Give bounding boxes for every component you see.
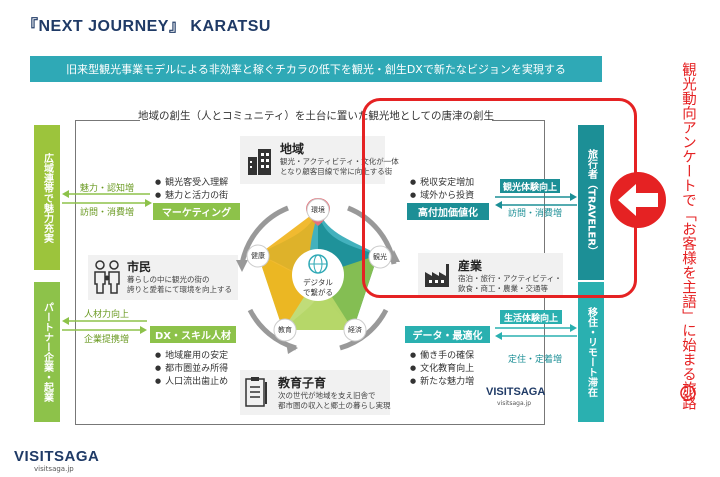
box-education-desc: 次の世代が地域を支え旧舎で 都市圏の収入と郷土の暮らし実現 — [278, 391, 391, 410]
center-star-diagram — [236, 198, 400, 354]
foundation-caption: 地域の創生（人とコミュニティ）を土台に置いた観光地としての唐津の創生 — [138, 105, 494, 125]
box-citizen-title: 市民 — [127, 260, 152, 274]
petal-economy: 経済 — [348, 326, 362, 334]
arrow-experience — [495, 193, 577, 201]
tag-dx-skill: DX・スキル人材 — [150, 326, 236, 343]
checklist-icon — [245, 377, 267, 407]
highlight-frame — [362, 98, 637, 298]
tag-high-value: 高付加価値化 — [407, 203, 489, 220]
box-industry-title: 産業 — [458, 259, 483, 273]
tag-data-optimization: データ・最適化 — [405, 326, 490, 343]
logo-visitsaga-url: visitsaga.jp — [34, 465, 74, 473]
box-industry-desc: 宿泊・旅行・アクティビティ・ 飲食・商工・農業・交通等 — [458, 274, 562, 293]
factory-icon — [425, 264, 449, 287]
arrow-settle — [495, 332, 577, 340]
bullets-marketing: 観光客受入理解 魅力と活力の街 — [155, 176, 228, 202]
page-title: 『NEXT JOURNEY』 KARATSU — [22, 18, 271, 35]
petal-education: 教育 — [278, 326, 292, 334]
tag-marketing: マーケティング — [153, 203, 240, 220]
logo-visitsaga-small: VISITSAGA — [486, 386, 546, 398]
tag-experience-up: 観光体験向上 — [500, 179, 560, 193]
petal-environment: 環境 — [311, 206, 325, 214]
right-bar-traveler: 旅行者（TRAVELER） — [578, 125, 604, 280]
logo-visitsaga-small-url: visitsaga.jp — [497, 400, 532, 407]
box-region-title: 地域 — [280, 142, 305, 156]
bullets-data-optimization: 働き手の確保 文化教育向上 新たな魅力増 — [410, 349, 474, 388]
box-education-title: 教育子育 — [278, 376, 327, 390]
box-region-desc: 観光・アクティビティ・文化が一体 となり顧客目線で常に向上する街 — [280, 157, 399, 176]
arrow-attract — [62, 190, 150, 198]
label-visit-left: 訪問・消費増 — [80, 208, 135, 218]
arrow-talent — [62, 317, 147, 325]
label-visit-right: 訪問・消費増 — [508, 209, 563, 219]
tag-life-experience-up: 生活体験向上 — [500, 310, 562, 324]
petal-health: 健康 — [251, 252, 265, 260]
left-bar-partner: パートナー企業・起業 — [34, 282, 60, 422]
smiley-icon — [680, 385, 696, 401]
box-citizen-desc: 暮らしの中に観光の街の 誇りと愛着にて環境を向上する — [127, 275, 232, 294]
bullets-dx-skill: 地域雇用の安定 都市圏並み所得 人口流出歯止め — [155, 349, 228, 388]
arrow-left-icon — [618, 184, 658, 216]
family-icon — [94, 260, 120, 294]
city-building-icon — [248, 149, 271, 175]
label-attract: 魅力・認知増 — [80, 184, 135, 194]
bullets-high-value: 税収安定増加 域外から投資 — [410, 176, 474, 202]
arrow-visit-right — [495, 201, 577, 209]
label-corp-partner: 企業提携増 — [84, 335, 130, 345]
arrow-partner — [62, 326, 147, 334]
center-label: デジタルで繋がる — [303, 278, 333, 297]
petal-tourism: 観光 — [373, 253, 387, 261]
arrow-visit-left — [62, 199, 152, 207]
left-bar-regional: 広域連帯で魅力充実 — [34, 125, 60, 270]
logo-visitsaga: VISITSAGA — [14, 448, 100, 465]
vertical-caption: 観光動向アンケートで「お客様を主語」に始まる旅路 — [680, 62, 696, 410]
label-settle: 定住・定着増 — [508, 355, 563, 365]
arrow-life — [495, 324, 577, 332]
vision-banner: 旧来型観光事業モデルによる非効率と稼ぐチカラの低下を観光・創生DXで新たなビジョ… — [30, 56, 602, 82]
right-bar-remote: 移住・リモート滞在 — [578, 282, 604, 422]
label-talent-up: 人材力向上 — [84, 310, 130, 320]
